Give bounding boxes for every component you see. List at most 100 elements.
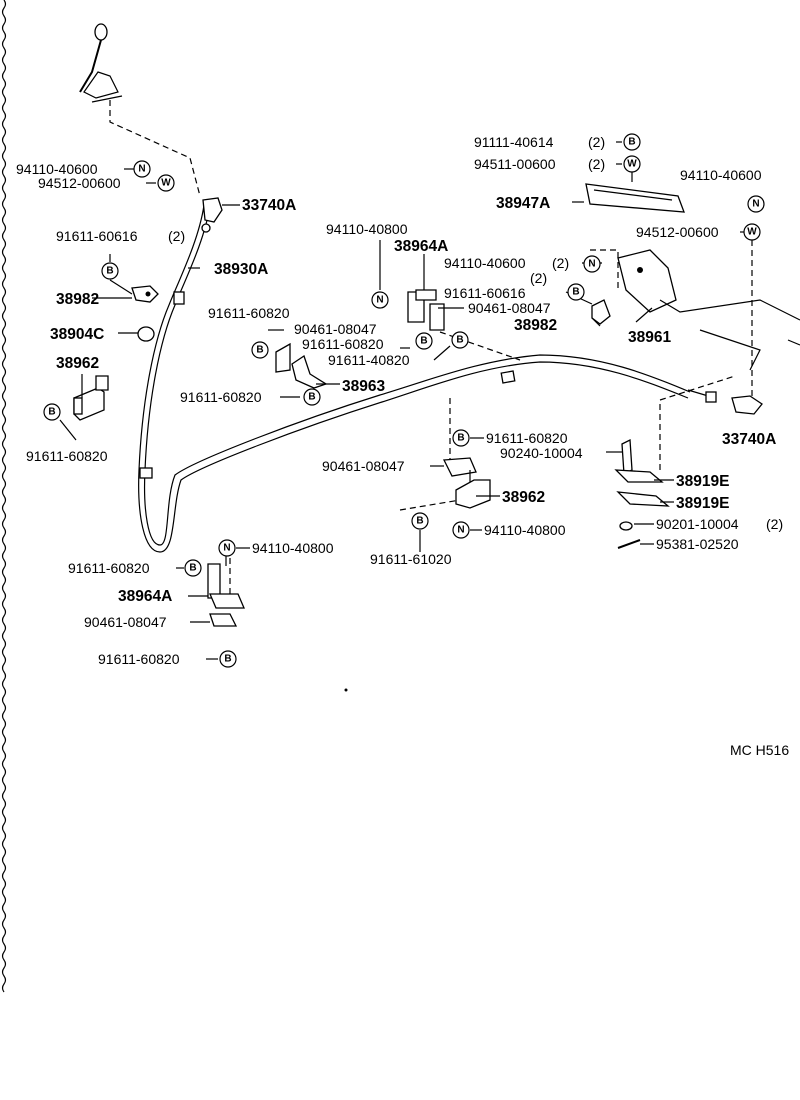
shift-lever-drawing [79,23,201,197]
label-91611-60820-mid: 91611-60820 [208,305,290,321]
label-94512-00600-left: 94512-00600 [38,175,121,191]
shift-cable-38930A [138,204,717,553]
label-94110-40600-left: 94110-40600 [16,161,98,177]
callout-b-11: B [184,559,202,577]
label-33740A-top: 33740A [242,197,296,214]
callout-n-4: N [583,255,601,273]
grommet-38904C [137,326,155,342]
svg-text:W: W [627,159,637,170]
bolt-90240 [621,438,633,476]
callout-b-12: B [219,650,237,668]
svg-text:B: B [308,392,315,403]
plate-38919E-1 [614,469,664,483]
callout-b-3: B [251,341,269,359]
callout-n-1: N [133,160,151,178]
label-38982-left: 38982 [56,291,99,308]
label-38963: 38963 [342,378,385,395]
label-91111-40614-qty: (2) [588,134,605,150]
bracket-38962-left [73,375,109,421]
label-90240-10004: 90240-10004 [500,445,583,461]
plate-38947A [585,183,685,213]
label-91611-60616-left: 91611-60616 [56,228,138,244]
ball-joint-33740A-top [201,197,240,233]
label-94511-00600-qty: (2) [588,156,605,172]
label-94110-40600-right: 94110-40600 [680,167,762,183]
callout-b-2: B [43,403,61,421]
svg-text:B: B [628,137,635,148]
label-91611-60820-bottom1: 91611-60820 [68,560,150,576]
label-90201-10004-qty: (2) [766,516,783,532]
label-94511-00600: 94511-00600 [474,156,556,172]
svg-text:W: W [161,178,171,189]
label-95381-02520: 95381-02520 [656,536,739,552]
callout-b-1: B [101,262,119,280]
svg-text:B: B [48,407,55,418]
label-38982-center: 38982 [514,317,557,334]
callout-b-5: B [451,331,469,349]
svg-text:N: N [376,295,383,306]
leader-lines [59,141,744,660]
label-91611-60616-center: 91611-60616 [444,285,526,301]
svg-text:B: B [189,563,196,574]
label-38919E-2: 38919E [676,495,729,512]
svg-text:B: B [224,654,231,665]
label-90461-08047-bottom: 90461-08047 [84,614,167,630]
callout-w-3: W [743,223,761,241]
bracket-38964A-bottom [207,563,245,609]
label-90461-08047-mid: 90461-08047 [294,321,377,337]
label-94512-00600-right: 94512-00600 [636,224,719,240]
label-38962-left: 38962 [56,355,99,372]
label-94110-40800-center: 94110-40800 [484,522,566,538]
figure-reference-code: MC H516 [730,742,789,758]
stray-mark [344,688,348,692]
callout-w-1: W [157,174,175,192]
bracket-38962-center [455,470,491,509]
label-91611-60616-left-qty: (2) [168,228,185,244]
label-94110-40600-center: 94110-40600 [444,255,526,271]
label-94110-40800-top: 94110-40800 [326,221,408,237]
svg-text:N: N [752,199,759,210]
page-torn-edge [1,0,7,993]
bracket-38964A-top [407,289,445,331]
svg-text:B: B [256,345,263,356]
callout-b-7: B [623,133,641,151]
dashed-leader-center-3 [399,499,461,511]
clip-38982-left [131,285,159,303]
callout-w-2: W [623,155,641,173]
label-38964A-bottom: 38964A [118,588,172,605]
dashed-leader-right-1 [659,375,736,470]
clip-38982-center [591,299,611,325]
svg-text:B: B [416,516,423,527]
svg-text:B: B [420,336,427,347]
label-91611-60820-mid3: 91611-60820 [180,389,262,405]
callout-b-6: B [303,388,321,406]
clip-90461-center [442,457,477,477]
plate-38919E-2 [616,491,670,507]
callout-n-5: N [452,521,470,539]
svg-text:B: B [572,287,579,298]
svg-text:B: B [457,433,464,444]
washer-90201 [619,521,633,531]
svg-text:N: N [588,259,595,270]
callout-b-4: B [415,332,433,350]
dashed-leader-right-2 [590,249,619,290]
label-38904C: 38904C [50,326,104,343]
label-38947A: 38947A [496,195,550,212]
label-91611-60820-bottom2: 91611-60820 [98,651,180,667]
label-91611-61020: 91611-61020 [370,551,452,567]
svg-text:N: N [223,543,230,554]
svg-text:W: W [747,227,757,238]
label-38930A: 38930A [214,261,268,278]
callout-n-6: N [218,539,236,557]
label-38919E-1: 38919E [676,473,729,490]
label-91611-60820-mid2: 91611-60820 [302,336,384,352]
callout-b-9: B [452,429,470,447]
svg-text:B: B [456,335,463,346]
label-94110-40800-bottom: 94110-40800 [252,540,334,556]
label-qty-2-center: (2) [530,270,547,286]
label-91611-60820-left: 91611-60820 [26,448,108,464]
label-90201-10004: 90201-10004 [656,516,739,532]
label-94110-40600-center-qty: (2) [552,255,569,271]
svg-text:N: N [138,164,145,175]
